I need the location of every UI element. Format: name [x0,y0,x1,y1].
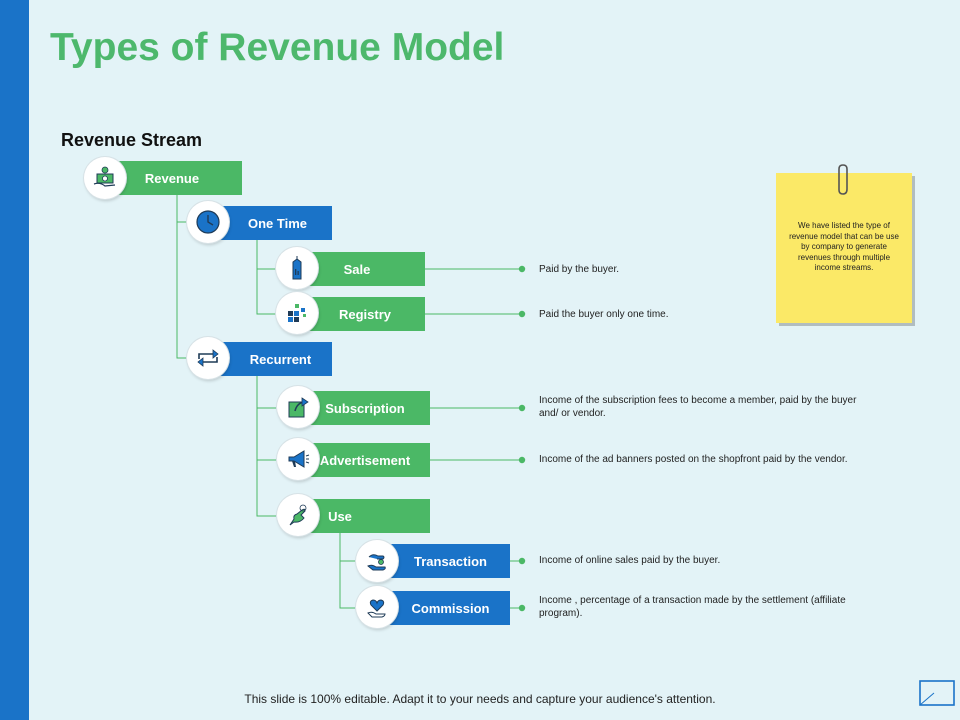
repeat-arrows-icon [187,337,229,379]
sticky-note: We have listed the type of revenue model… [776,173,912,323]
paperclip-icon [838,164,848,195]
desc-subscription-line2: and/ or vendor. [539,408,606,419]
node-advertisement-label: Advertisement [319,452,411,468]
sticky-note-text: We have listed the type of revenue model… [789,221,899,272]
desc-advertisement: Income of the ad banners posted on the s… [539,454,848,465]
desc-commission-line1: Income , percentage of a transaction mad… [539,595,846,606]
footer-text: This slide is 100% editable. Adapt it to… [244,692,716,706]
heart-hand-icon [356,586,398,628]
page-title: Types of Revenue Model [50,26,505,69]
desc-commission: Income , percentage of a transaction mad… [539,594,846,620]
hand-coin-icon [356,540,398,582]
node-transaction-label: Transaction [414,553,487,569]
node-registry-label: Registry [338,306,392,322]
desc-registry: Paid the buyer only one time. [539,309,669,320]
node-commission-label: Commission [411,600,490,616]
desc-sale: Paid by the buyer. [539,264,620,275]
left-accent-bar [0,0,29,720]
money-hand-icon [84,157,126,199]
megaphone-icon [277,438,319,480]
node-revenue: Revenue [104,161,242,195]
grid-blocks-icon [276,292,318,334]
node-one-time-label: One Time [247,215,307,231]
node-recurrent-label: Recurrent [249,351,312,367]
desc-commission-line2: program). [539,608,583,619]
node-revenue-label: Revenue [144,170,200,186]
corner-frame-icon [919,680,955,706]
clock-icon [187,201,229,243]
node-use-label: Use [328,508,352,524]
node-subscription-label: Subscription [325,400,405,416]
hand-pointer-icon [277,494,319,536]
desc-subscription-line1: Income of the subscription fees to becom… [539,395,857,406]
share-arrow-icon [277,386,319,428]
price-tag-icon [276,247,318,289]
desc-transaction: Income of online sales paid by the buyer… [539,555,721,566]
node-sale-label: Sale [343,261,371,277]
section-title: Revenue Stream [61,130,203,150]
desc-subscription: Income of the subscription fees to becom… [539,394,856,420]
